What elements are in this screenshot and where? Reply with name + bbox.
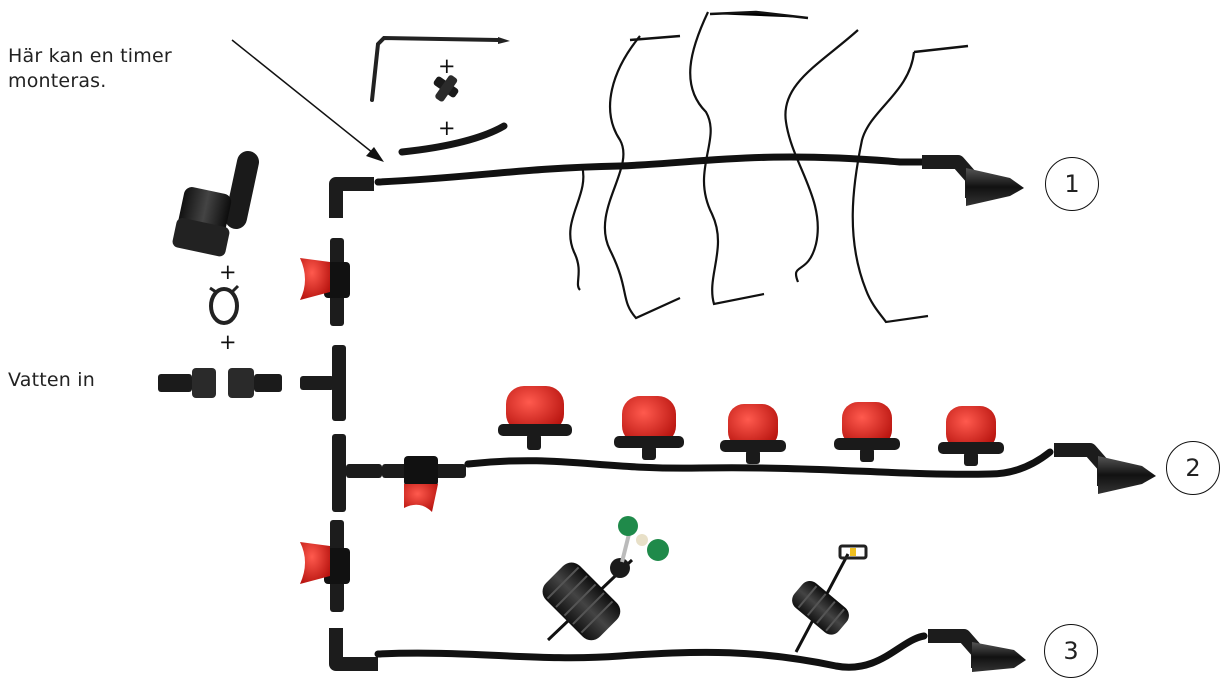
hose-connector-icon: [158, 368, 282, 398]
tee-connector-icon: [332, 434, 382, 512]
dripper-icon: [834, 402, 900, 462]
plus-sign: +: [438, 116, 456, 140]
drip-line-3: [374, 632, 928, 671]
water-inlet-label: Vatten in: [8, 369, 95, 391]
mini-sprayer-icon: [792, 544, 868, 653]
dripper-icon: [498, 386, 572, 450]
elbow-connector-icon: [329, 628, 378, 671]
drip-line-1: [374, 153, 926, 186]
outlet-badge-3: 3: [1044, 624, 1098, 678]
outlet-badge-2: 2: [1166, 441, 1220, 495]
dripper-icon: [614, 396, 684, 460]
end-plug-icon: [1054, 443, 1156, 494]
end-plug-icon: [922, 155, 1024, 206]
barbed-connector-icon: [433, 75, 459, 102]
drip-stake-icon: [629, 10, 969, 54]
dripper-icon: [938, 406, 1004, 466]
shutoff-valve-icon: [382, 456, 466, 512]
tee-connector-icon: [300, 345, 346, 421]
dripper-icon: [720, 404, 786, 464]
end-plug-icon: [928, 629, 1026, 672]
drip-stake-icon: [370, 35, 510, 102]
mini-sprayer-icon: [542, 516, 669, 642]
drip-line-2: [464, 448, 1054, 478]
hose-piece-icon: [398, 122, 508, 156]
shutoff-valve-icon: [300, 520, 350, 612]
drip-stake-icon: [569, 11, 929, 324]
plus-sign: +: [219, 330, 237, 354]
shutoff-valve-icon: [300, 238, 350, 326]
tap-adapter-icon: [172, 151, 259, 257]
outlet-badge-1: 1: [1045, 157, 1099, 211]
timer-note: Här kan en timer monteras.: [8, 45, 172, 92]
elbow-connector-icon: [329, 177, 374, 218]
hose-clamp-icon: [209, 284, 240, 325]
plus-sign: +: [438, 54, 456, 78]
pointer-arrow: [231, 39, 384, 162]
plus-sign: +: [219, 260, 237, 284]
